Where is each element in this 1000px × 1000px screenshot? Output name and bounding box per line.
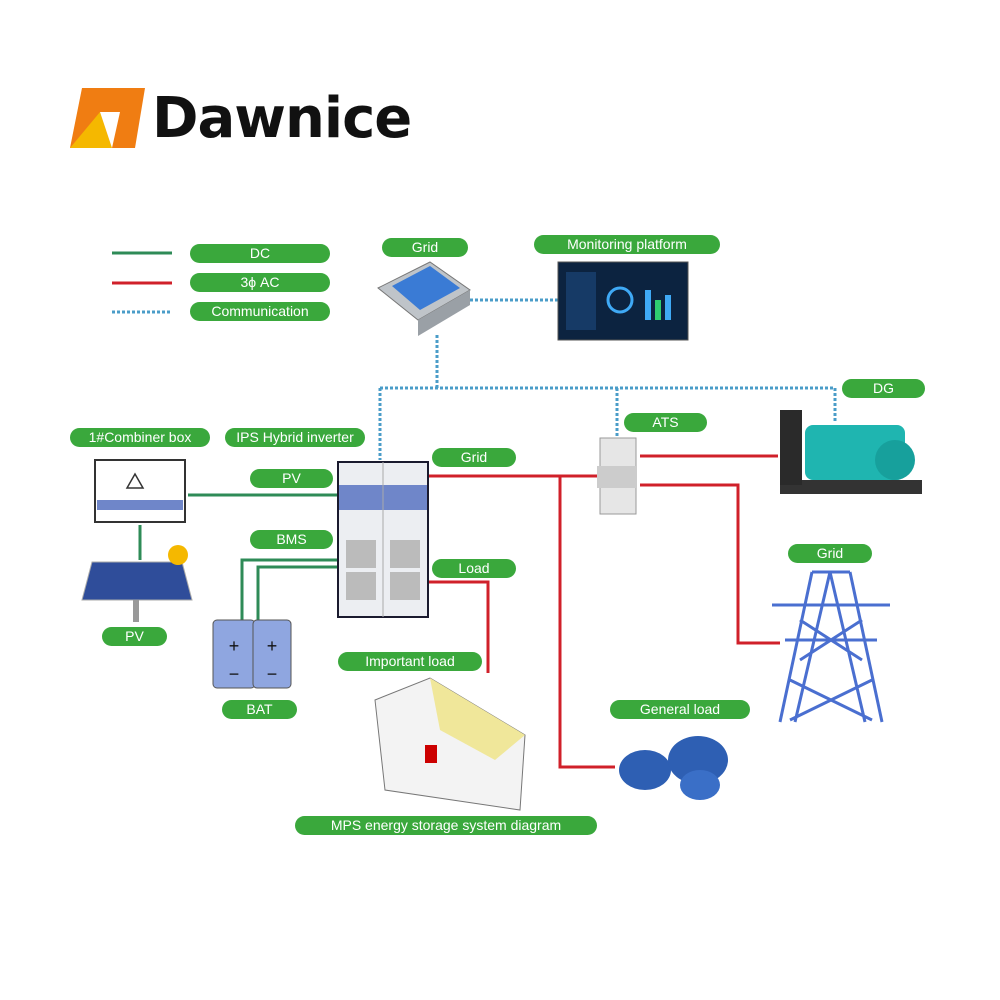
legend-comm-label: Communication <box>190 302 330 321</box>
pv-link-label: PV <box>250 469 333 488</box>
monitoring-screen <box>557 261 689 341</box>
bat-label: BAT <box>222 700 297 719</box>
ats-label: ATS <box>624 413 707 432</box>
battery-pack: + − + − <box>212 619 292 689</box>
svg-text:+: + <box>267 636 278 656</box>
legend-ac-label: 3ϕ AC <box>190 273 330 292</box>
monitoring-platform-label: Monitoring platform <box>534 235 720 254</box>
dawnice-logo-icon <box>70 88 145 148</box>
dg-label: DG <box>842 379 925 398</box>
svg-text:−: − <box>229 664 240 684</box>
svg-text:+: + <box>229 636 240 656</box>
important-load-room <box>374 677 526 811</box>
diesel-generator <box>780 410 922 494</box>
dc-lines <box>138 493 338 620</box>
ac-lines <box>428 454 780 769</box>
grid-gateway-label: Grid <box>382 238 468 257</box>
brand-name: Dawnice <box>152 86 412 151</box>
inverter-label: IPS Hybrid inverter <box>225 428 365 447</box>
legend-dc-label: DC <box>190 244 330 263</box>
combiner-box <box>94 459 186 523</box>
ats-switch <box>597 437 637 515</box>
pv-panel <box>81 545 193 622</box>
general-load-motors <box>619 736 728 800</box>
grid-tower-label: Grid <box>788 544 872 563</box>
transmission-tower <box>772 570 890 723</box>
general-load-label: General load <box>610 700 750 719</box>
diagram-caption: MPS energy storage system diagram <box>295 816 597 835</box>
bms-label: BMS <box>250 530 333 549</box>
combiner-box-label: 1#Combiner box <box>70 428 210 447</box>
important-load-label: Important load <box>338 652 482 671</box>
svg-text:−: − <box>267 664 278 684</box>
grid-out-label: Grid <box>432 448 516 467</box>
comm-lines <box>378 298 837 460</box>
hybrid-inverter-cabinet <box>337 461 429 618</box>
grid-gateway-device <box>377 261 471 336</box>
pv-panel-label: PV <box>102 627 167 646</box>
load-label: Load <box>432 559 516 578</box>
